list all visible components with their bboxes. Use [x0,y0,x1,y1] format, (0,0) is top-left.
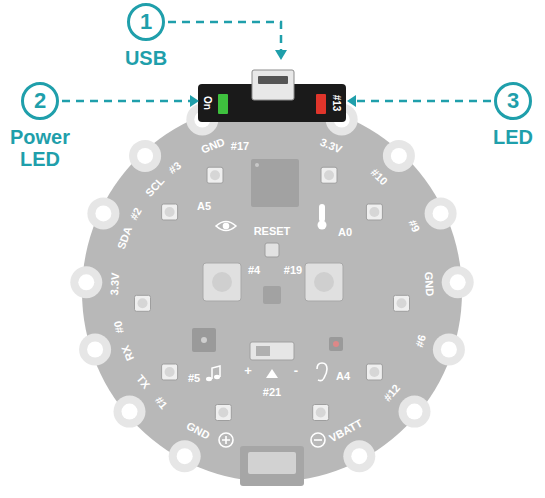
power-led [218,94,228,114]
board-label: #21 [263,387,281,398]
board-label: + [244,364,252,377]
board-label: #19 [284,265,302,276]
board-label: #17 [231,141,249,152]
board-label: - [294,364,298,377]
callout-marker: 2Power LED [2,82,78,170]
callout-number: 3 [507,89,519,113]
music-note-icon [206,366,220,381]
callout-title: Power LED [2,126,78,170]
chip-dot [255,163,259,167]
battery-connector [240,446,304,486]
board-label: A4 [336,371,350,382]
board-outline [82,102,462,482]
leader-lines [62,22,491,101]
board-label: A5 [197,201,211,212]
slide-switch [250,342,294,378]
board-label: A0 [338,227,352,238]
polarity-symbols [219,433,325,447]
temperature-sensor-icon [318,204,327,230]
callout-circle: 1 [127,3,165,41]
callout-marker: 1USB [106,3,186,69]
board-label: GND [423,271,435,296]
pads [70,104,473,473]
accelerometer-chip [263,286,281,304]
light-sensor-icon [216,222,236,231]
speaker [192,328,216,352]
board-label: 3.3V [109,272,121,295]
callout-circle: 2 [21,82,59,120]
board-label: #5 [188,373,200,384]
callout-title: LED [483,126,543,148]
callout-circle: 3 [494,82,532,120]
callout-title: USB [106,47,186,69]
board-label: #13 [331,95,341,112]
board-label: On [202,96,212,110]
microcontroller-chip [251,159,299,207]
red-led [316,94,326,114]
reset-button [265,243,279,257]
callout-marker: 3LED [483,82,543,148]
callout-number: 2 [34,89,46,113]
board-label: RESET [254,226,291,237]
callout-number: 1 [140,10,152,34]
usb-connector [252,70,294,100]
ear-icon [317,363,327,381]
board-label: #4 [248,265,260,276]
microphone [329,337,343,351]
